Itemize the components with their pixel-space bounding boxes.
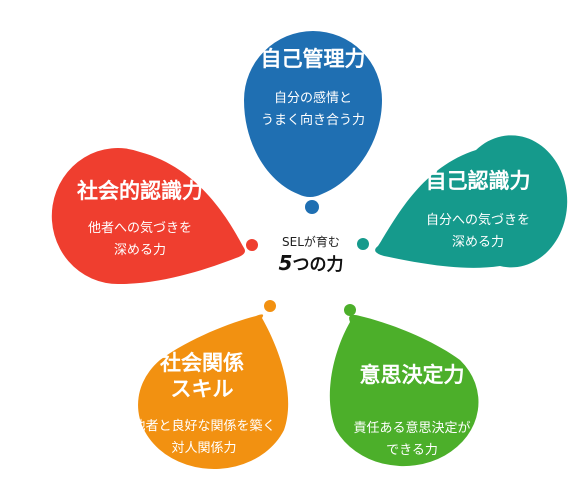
center-label: SELが育む 5つの力 [279, 234, 344, 275]
petal-title: 自己管理力 [261, 47, 366, 71]
petal-title: 意思決定力 [360, 363, 465, 387]
petal-self-management: 自己管理力 自分の感情と うまく向き合う力 [244, 31, 382, 214]
petal-description: 責任ある意思決定が [353, 420, 470, 436]
petal-title: 自己認識力 [426, 169, 531, 193]
connector-dot [305, 200, 319, 214]
petal-shape [375, 135, 568, 268]
petal-shape [138, 314, 289, 470]
connector-dot [246, 239, 258, 251]
petal-title: 社会的認識力 [76, 179, 203, 203]
center-title-text: つの力 [292, 254, 343, 275]
petal-description: 深める力 [114, 243, 166, 258]
petal-self-awareness: 自己認識力 自分への気づきを 深める力 [357, 135, 568, 268]
petal-relationship-skills: 社会関係 スキル 他者と良好な関係を築く 対人関係力 [132, 300, 289, 470]
petal-description: 対人関係力 [171, 441, 236, 456]
connector-dot [357, 238, 369, 250]
center-title-number: 5 [279, 251, 293, 275]
petal-description: できる力 [386, 443, 438, 458]
petal-shape [51, 148, 246, 285]
petal-description: 他者への気づきを [88, 220, 192, 236]
petal-description: 自分への気づきを [426, 212, 530, 228]
petal-description: 他者と良好な関係を築く [132, 418, 275, 434]
petal-social-awareness: 社会的認識力 他者への気づきを 深める力 [51, 148, 258, 285]
petal-description: 深める力 [452, 235, 504, 250]
petal-description: 自分の感情と [274, 90, 352, 106]
petal-description: うまく向き合う力 [261, 112, 365, 128]
connector-dot [344, 304, 356, 316]
center-title: 5つの力 [279, 251, 344, 275]
petal-shape [244, 31, 382, 197]
petal-title: スキル [171, 377, 234, 401]
petal-shape [329, 314, 479, 467]
center-subtitle: SELが育む [282, 234, 340, 249]
petal-decision-making: 意思決定力 責任ある意思決定が できる力 [329, 304, 479, 467]
connector-dot [264, 300, 276, 312]
petal-title: 社会関係 [159, 351, 244, 375]
